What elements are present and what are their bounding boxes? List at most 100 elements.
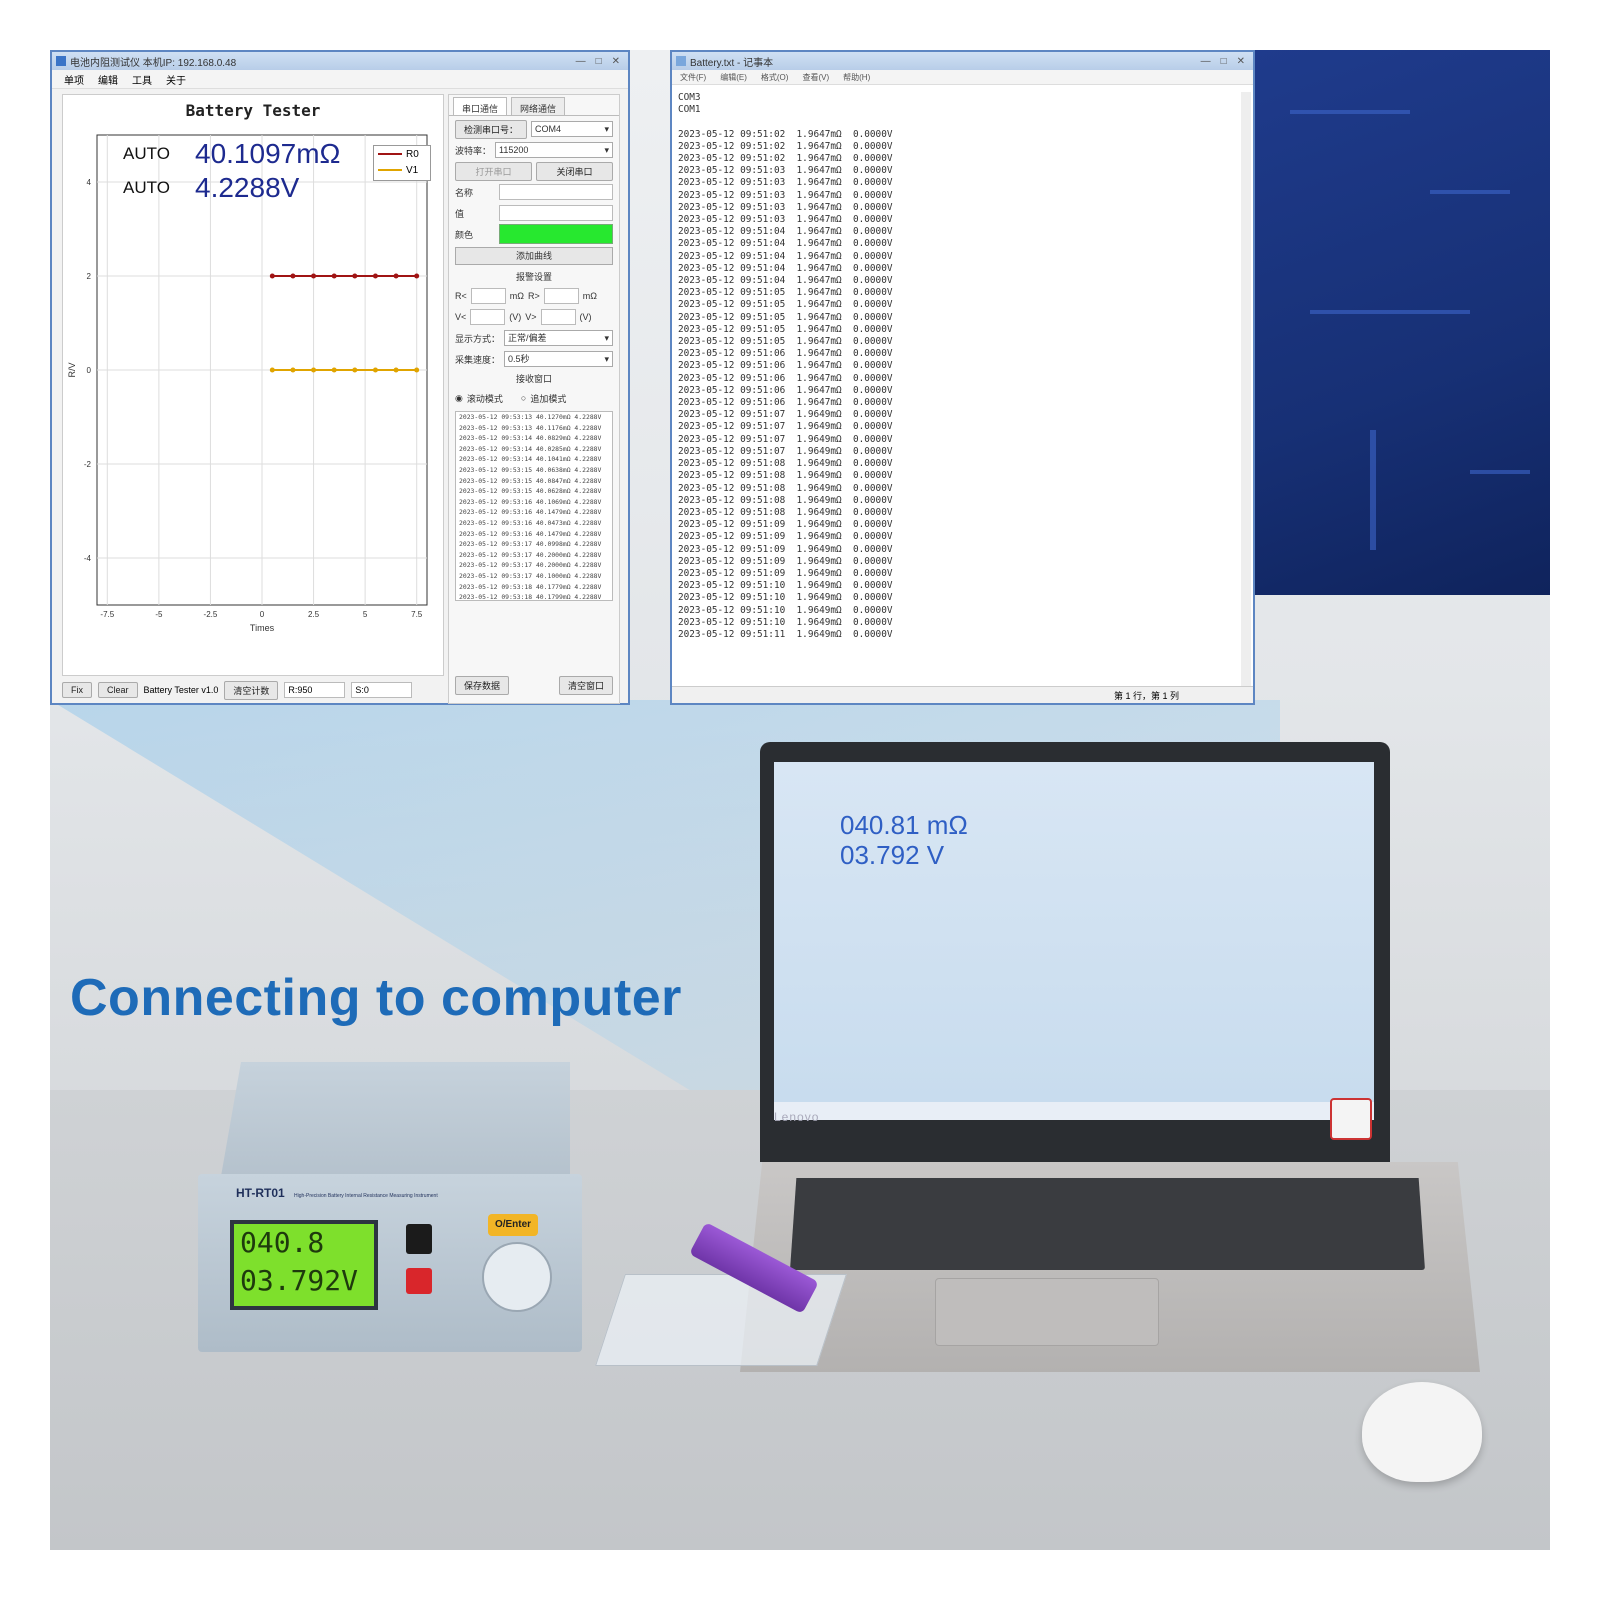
data-point-r0 [352,273,358,279]
detect-port-button[interactable]: 检测串口号： [455,119,528,139]
y-axis-label: R/V [67,362,77,377]
menu-file[interactable]: 文件(F) [680,72,707,82]
menu-format[interactable]: 格式(O) [760,72,789,82]
close-icon[interactable]: ✕ [611,55,620,67]
baud-select[interactable]: 115200 [495,142,613,158]
data-point-v1 [352,367,358,373]
tab-serial[interactable]: 串口通信 [453,97,508,115]
port-select[interactable]: COM4 [531,121,613,137]
data-point-r0 [290,273,296,279]
notepad-line: 2023-05-12 09:51:10 1.9649mΩ 0.0000V [678,604,893,616]
maximize-icon[interactable]: □ [595,55,602,67]
x-tick-label: 0 [260,610,265,619]
maximize-icon[interactable]: □ [1220,55,1227,67]
negative-terminal [406,1224,432,1254]
notepad-line: 2023-05-12 09:51:08 1.9649mΩ 0.0000V [678,494,893,506]
notepad-line: 2023-05-12 09:51:09 1.9649mΩ 0.0000V [678,543,893,555]
r-high-input[interactable] [543,288,579,304]
r-high-label: R> [528,291,540,301]
count-field-s[interactable]: S:0 [351,682,413,698]
notepad-title: Battery.txt - 记事本 [690,57,774,69]
log-line: 2023-05-12 09:53:14 40.0285mΩ 4.2288V [459,444,602,453]
log-line: 2023-05-12 09:53:16 40.1479mΩ 4.2288V [459,529,602,538]
settings-panel: 串口通信 网络通信 检测串口号： COM4 波特率： 115200 打开串口 关… [448,94,620,704]
version-label: Battery Tester v1.0 [143,685,219,695]
data-point-r0 [269,273,275,279]
tab-network[interactable]: 网络通信 [511,97,566,115]
scroll-mode-label: 滚动模式 [466,393,503,404]
close-port-button[interactable]: 关闭串口 [536,161,613,181]
menu-item[interactable]: 关于 [166,75,186,87]
notepad-line: 2023-05-12 09:51:04 1.9647mΩ 0.0000V [678,275,893,287]
tester-bottom-bar: Fix Clear Battery Tester v1.0 清空计数 R:950… [62,680,447,700]
save-data-button[interactable]: 保存数据 [455,676,510,695]
close-icon[interactable]: ✕ [1236,55,1245,67]
color-swatch[interactable] [499,224,613,244]
notepad-line: 2023-05-12 09:51:09 1.9649mΩ 0.0000V [678,531,893,543]
count-field-r[interactable]: R:950 [284,682,346,698]
v-low-input[interactable] [470,309,506,325]
menu-view[interactable]: 查看(V) [802,72,830,82]
display-mode-label: 显示方式： [455,333,501,344]
baud-label: 波特率： [455,145,492,156]
legend-r0: R0 [406,148,419,160]
model-subtitle: High-Precision Battery Internal Resistan… [294,1193,438,1199]
x-tick-label: -2.5 [204,610,218,619]
notepad-scrollbar[interactable] [1241,92,1251,692]
voltage-value: 4.2288V [195,172,300,203]
name-input[interactable] [499,184,613,200]
menu-item[interactable]: 编辑 [98,75,118,87]
direction-pad[interactable] [482,1242,552,1312]
sample-rate-select[interactable]: 0.5秒 [504,351,613,367]
fix-button[interactable]: Fix [62,682,92,698]
clear-window-button[interactable]: 清空窗口 [558,676,613,695]
r-low-input[interactable] [470,288,506,304]
instrument-top [220,1062,570,1182]
v-high-unit: (V) [579,312,592,322]
v-low-label: V< [455,312,467,322]
notepad-line: 2023-05-12 09:51:07 1.9649mΩ 0.0000V [678,433,893,445]
menu-item[interactable]: 工具 [132,75,152,87]
notepad-line: 2023-05-12 09:51:03 1.9647mΩ 0.0000V [678,201,893,213]
display-mode-select[interactable]: 正常/偏差 [504,330,613,346]
log-line: 2023-05-12 09:53:18 40.1779mΩ 4.2288V [459,582,602,591]
tester-titlebar: 电池内阻测试仪 本机IP: 192.168.0.48 — □ ✕ [52,52,628,70]
data-point-v1 [331,367,337,373]
resistance-value: 40.1097mΩ [195,138,341,169]
notepad-line: 2023-05-12 09:51:11 1.9649mΩ 0.0000V [678,628,893,640]
laptop-screen [774,762,1374,1102]
open-port-button[interactable]: 打开串口 [455,161,532,181]
menu-item[interactable]: 单项 [64,75,84,87]
enter-button[interactable]: O/Enter [488,1214,538,1236]
y-tick-label: 4 [87,178,92,187]
minimize-icon[interactable]: — [575,55,586,67]
color-label: 颜色 [455,229,474,240]
notepad-line: 2023-05-12 09:51:08 1.9649mΩ 0.0000V [678,458,893,470]
notepad-line: 2023-05-12 09:51:04 1.9647mΩ 0.0000V [678,238,893,250]
add-curve-button[interactable]: 添加曲线 [455,247,613,265]
value-input[interactable] [499,205,613,221]
notepad-line: 2023-05-12 09:51:03 1.9647mΩ 0.0000V [678,177,893,189]
headline: Connecting to computer [70,969,682,1027]
value-label: 值 [455,208,465,219]
tester-menubar: 单项 编辑 工具 关于 [52,70,628,89]
notepad-window: Battery.txt - 记事本 — □ ✕ 文件(F) 编辑(E) 格式(O… [670,50,1255,705]
lcd-resistance: 040.8 [240,1226,325,1259]
scroll-mode-radio[interactable]: ◉ [455,392,463,403]
laptop-keyboard [790,1178,1425,1270]
x-tick-label: -7.5 [100,610,114,619]
menu-help[interactable]: 帮助(H) [843,72,871,82]
minimize-icon[interactable]: — [1200,55,1211,67]
clear-count-button[interactable]: 清空计数 [224,680,279,700]
chart-title: Battery Tester [185,101,321,120]
append-mode-radio[interactable]: ○ [520,393,527,403]
sample-rate-label: 采集速度： [455,354,501,365]
notepad-line: 2023-05-12 09:51:10 1.9649mΩ 0.0000V [678,616,893,628]
menu-edit[interactable]: 编辑(E) [720,72,747,82]
log-line: 2023-05-12 09:53:17 40.0998mΩ 4.2288V [459,540,602,549]
v-high-input[interactable] [540,309,576,325]
r-low-unit: mΩ [509,291,524,301]
clear-button[interactable]: Clear [98,682,138,698]
